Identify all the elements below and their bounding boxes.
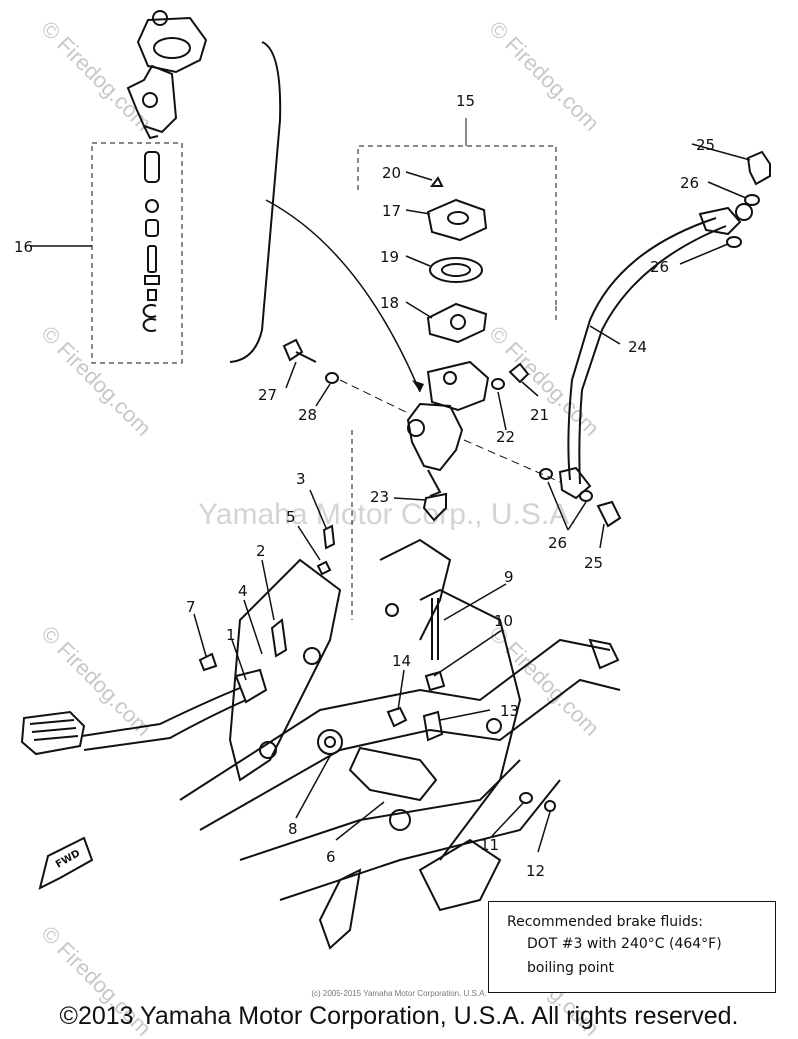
callout-26: 26 — [650, 258, 669, 276]
fwd-arrow-icon: FWD — [38, 836, 94, 890]
watermark-text: © Firedog.com — [36, 621, 156, 741]
callout-10: 10 — [494, 612, 513, 630]
brake-hose — [539, 150, 771, 528]
master-cylinder-top — [126, 10, 208, 140]
assembly-arrow — [265, 199, 424, 393]
watermark-text: © Firedog.com — [484, 16, 604, 136]
callout-12: 12 — [526, 862, 545, 880]
small-copyright: (c) 2005-2015 Yamaha Motor Corporation, … — [311, 989, 487, 998]
callout-8: 8 — [288, 820, 298, 838]
callout-4: 4 — [238, 582, 248, 600]
group-bracket — [229, 41, 282, 363]
callout-18: 18 — [380, 294, 399, 312]
callout-11: 11 — [480, 836, 499, 854]
bolts-washers — [198, 338, 561, 672]
callout-15: 15 — [456, 92, 475, 110]
master-cylinder-assembled — [406, 360, 490, 522]
callout-6: 6 — [326, 848, 336, 866]
callout-23: 23 — [370, 488, 389, 506]
callout-13: 13 — [500, 702, 519, 720]
watermark-center-text: Yamaha Motor Corp., U.S.A. — [198, 498, 578, 531]
callout-27: 27 — [258, 386, 277, 404]
callout-26: 26 — [548, 534, 567, 552]
watermark-text: © Firedog.com — [36, 321, 156, 441]
callout-22: 22 — [496, 428, 515, 446]
note-line-3: boiling point — [527, 960, 615, 976]
callout-16: 16 — [14, 238, 33, 256]
frame-and-pedal — [20, 538, 621, 950]
internal-parts-group-16 — [91, 142, 183, 364]
callout-28: 28 — [298, 406, 317, 424]
brake-fluid-note: Recommended brake fluids: DOT #3 with 24… — [488, 901, 776, 993]
callout-7: 7 — [186, 598, 196, 616]
callout-26: 26 — [680, 174, 699, 192]
callout-3: 3 — [296, 470, 306, 488]
callout-20: 20 — [382, 164, 401, 182]
reservoir-group-15 — [351, 118, 557, 620]
note-line-2: DOT #3 with 240°C (464°F) — [527, 936, 722, 952]
callout-21: 21 — [530, 406, 549, 424]
leader-lines — [30, 143, 751, 853]
reservoir-parts — [426, 176, 488, 344]
note-line-1: Recommended brake fluids: — [507, 914, 703, 930]
callout-14: 14 — [392, 652, 411, 670]
footer-copyright: ©2013 Yamaha Motor Corporation, U.S.A. A… — [59, 1002, 739, 1030]
callout-19: 19 — [380, 248, 399, 266]
callout-17: 17 — [382, 202, 401, 220]
callout-25: 25 — [584, 554, 603, 572]
callout-24: 24 — [628, 338, 647, 356]
callout-9: 9 — [504, 568, 514, 586]
callout-2: 2 — [256, 542, 266, 560]
callout-25: 25 — [696, 136, 715, 154]
callout-5: 5 — [286, 508, 296, 526]
callout-labels: 1 2 3 4 5 6 7 8 9 10 11 12 13 14 15 16 1… — [14, 92, 715, 880]
watermark-text: © Firedog.com — [36, 16, 156, 136]
callout-1: 1 — [226, 626, 236, 644]
